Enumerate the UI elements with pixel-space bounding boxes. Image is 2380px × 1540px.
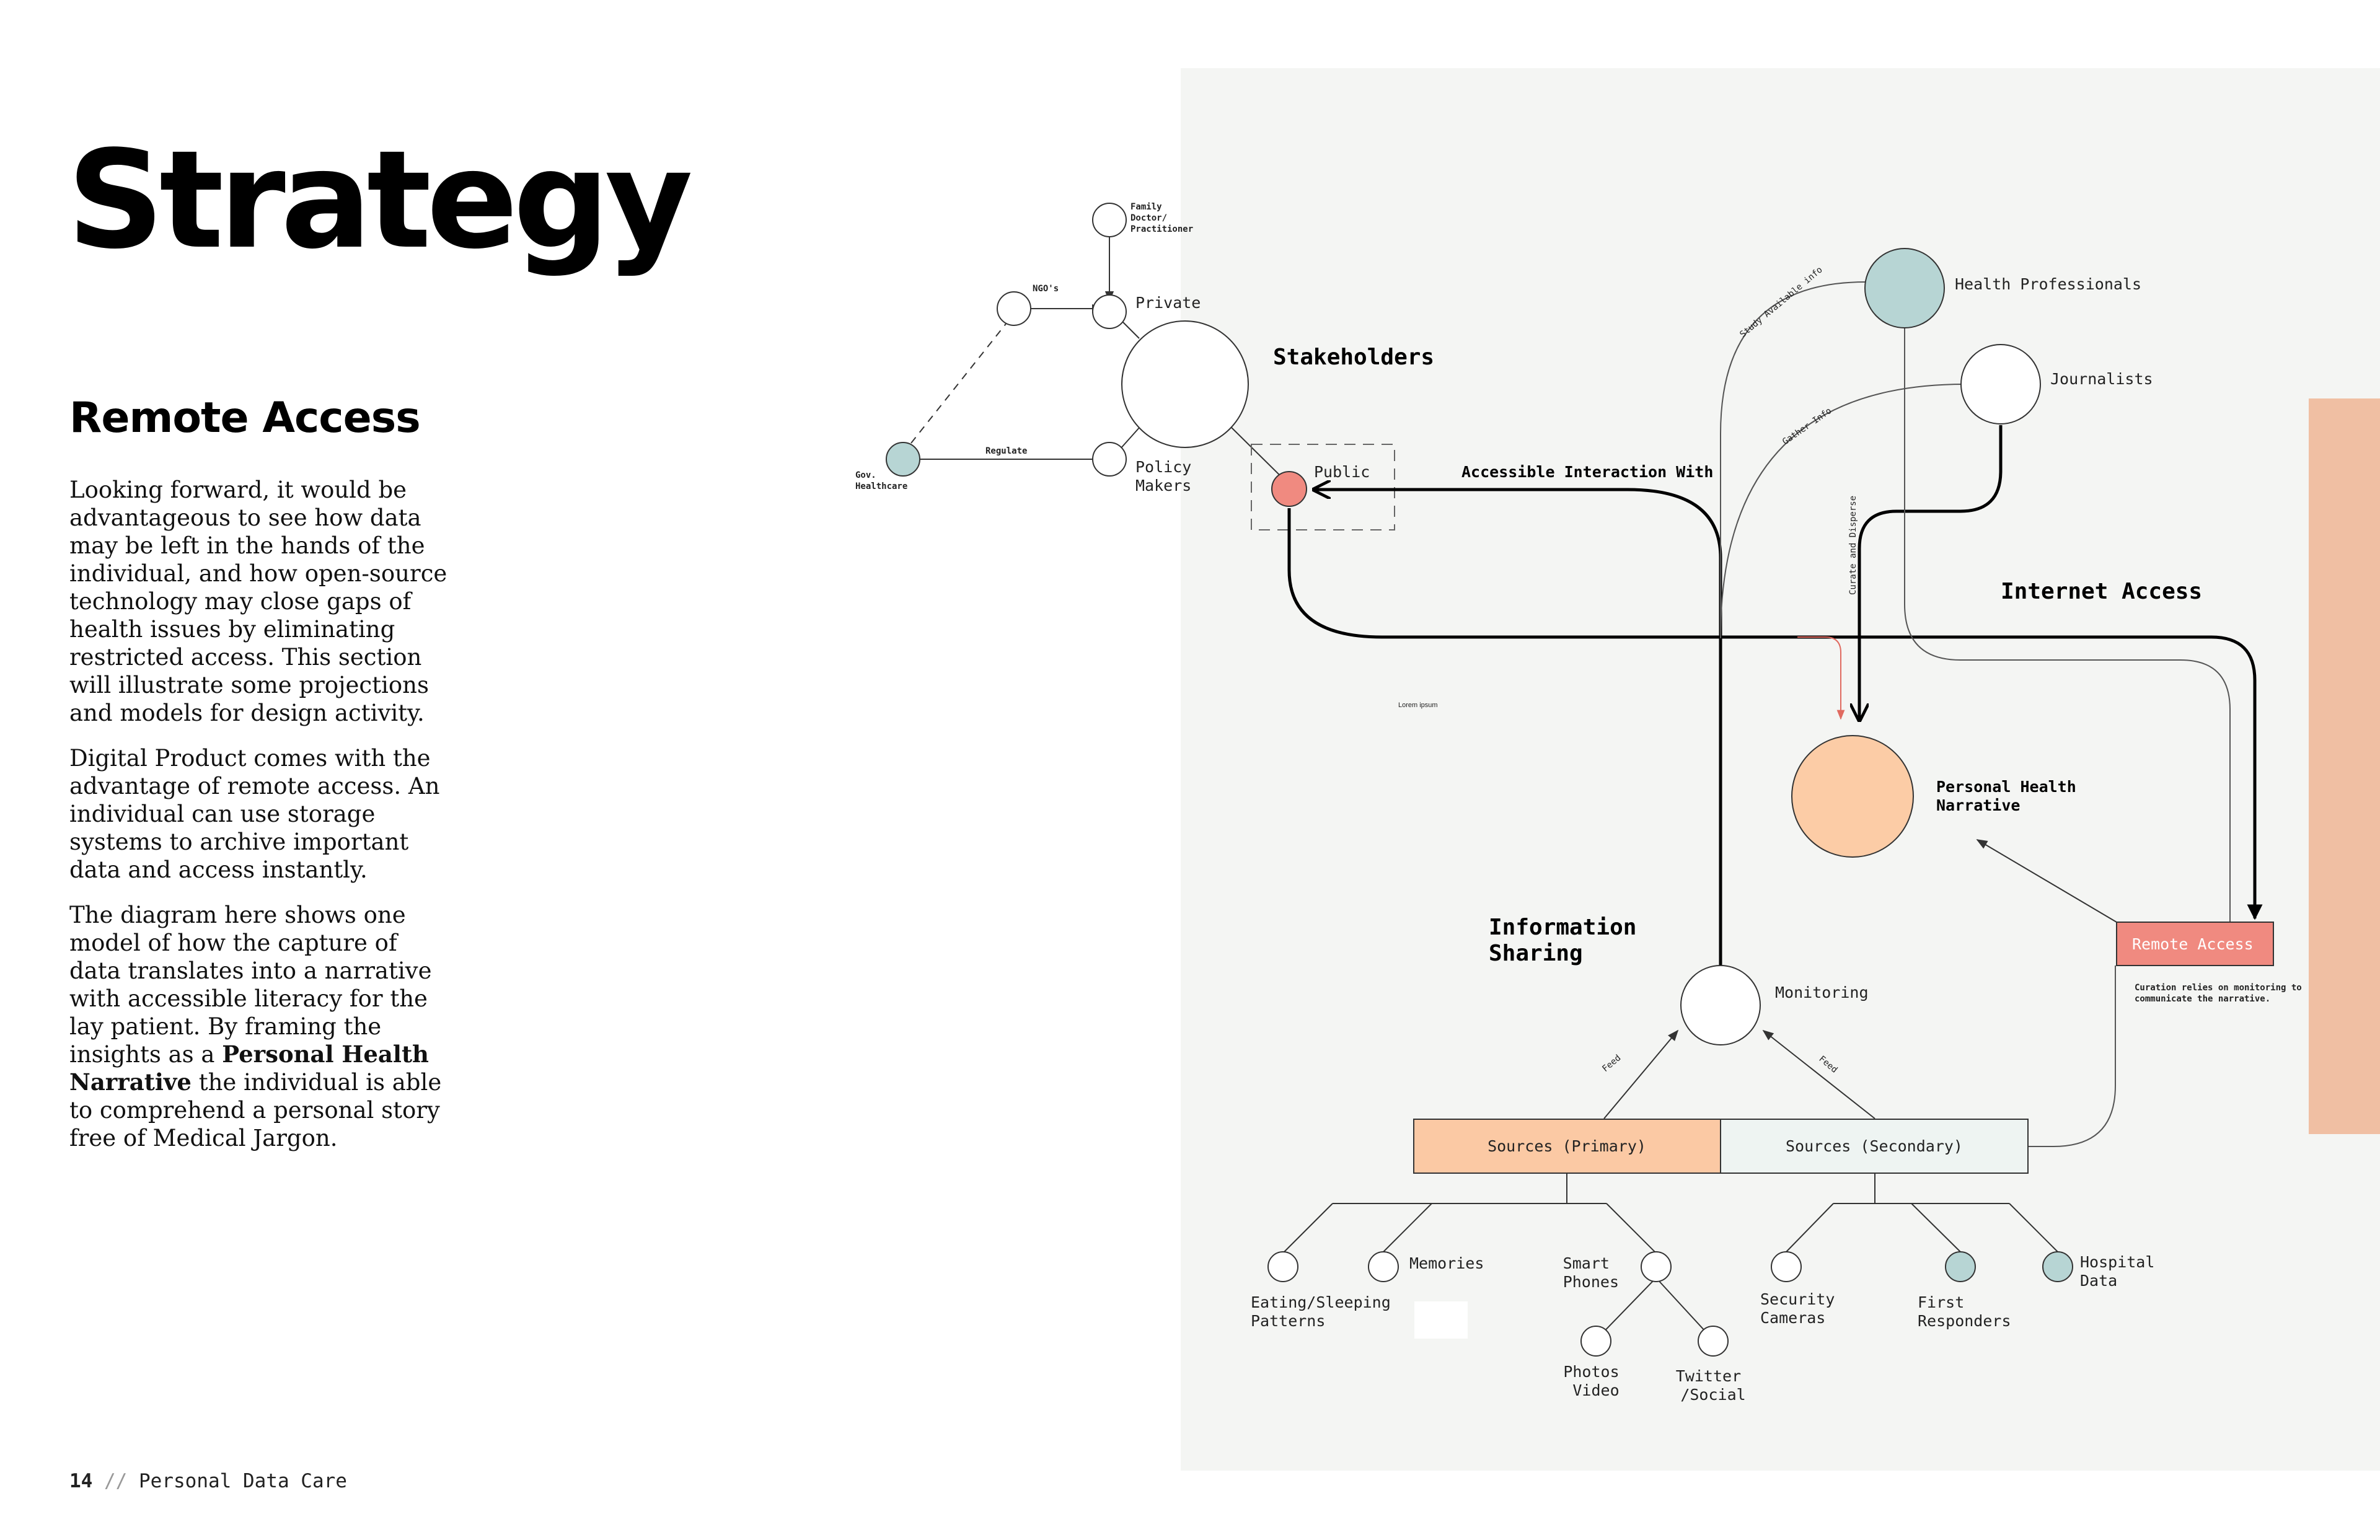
memories-label: Memories <box>1409 1254 1484 1272</box>
regulate-label: Regulate <box>985 446 1027 456</box>
paragraph-2: Digital Product comes with the advantage… <box>69 745 440 883</box>
health-professionals-node <box>1864 248 1945 328</box>
smart-phones-label: Smart Phones <box>1563 1254 1619 1291</box>
first-responders-label: First Responders <box>1918 1293 2011 1330</box>
curate-and-disperse-arrow <box>1859 425 2003 720</box>
public-label: Public <box>1314 463 1370 481</box>
lorem-ipsum-label: Lorem ipsum <box>1398 702 1438 709</box>
twitter-social-node <box>1698 1326 1729 1357</box>
accessible-interaction-label: Accessible Interaction With <box>1461 463 1713 481</box>
body-text: Looking forward, it would be advantageou… <box>69 476 447 1169</box>
sources-primary-label: Sources (Primary) <box>1488 1137 1646 1155</box>
internet-access-heading: Internet Access <box>2001 579 2202 604</box>
accent-bar <box>2309 398 2380 1134</box>
memories-node <box>1368 1251 1399 1282</box>
paragraph-1: Looking forward, it would be advantageou… <box>69 477 447 726</box>
gov-healthcare-label: Gov. Healthcare <box>855 470 907 491</box>
feed-left-label: Feed <box>1600 1053 1623 1074</box>
policy-makers-node <box>1092 442 1127 477</box>
source-tree-connectors <box>1282 1173 2058 1340</box>
sources-secondary-box <box>1720 1119 2029 1174</box>
health-professionals-label: Health Professionals <box>1955 275 2141 293</box>
gather-info-curve <box>1720 384 1965 639</box>
security-cameras-label: Security Cameras <box>1760 1290 1844 1327</box>
eating-sleeping-label: Eating/Sleeping Patterns <box>1251 1293 1400 1330</box>
private-node <box>1092 294 1127 329</box>
private-label: Private <box>1135 294 1201 312</box>
remote-to-secondary-sources-line <box>2028 966 2116 1147</box>
stakeholders-node <box>1121 320 1249 448</box>
feed-left-arrow <box>1603 1029 1679 1119</box>
policy-makers-label: Policy Makers <box>1135 458 1201 495</box>
family-doctor-label: Family Doctor/ Practitioner <box>1130 202 1193 234</box>
hospital-data-node <box>2042 1251 2073 1282</box>
feed-right-arrow <box>1762 1029 1875 1119</box>
study-info-label: Study Available info <box>1738 265 1824 340</box>
public-dashed-box <box>1251 444 1395 530</box>
journalists-node <box>1960 344 2041 425</box>
health-professionals-to-remote-line <box>1904 327 2231 922</box>
photos-video-node <box>1580 1326 1611 1357</box>
gather-info-label: Gather Info <box>1781 406 1833 447</box>
eating-sleeping-node <box>1267 1251 1298 1282</box>
remote-access-label: Remote Access <box>2132 935 2254 953</box>
diagram-nodes <box>886 203 2274 1357</box>
ngo-label: NGO's <box>1033 284 1059 294</box>
first-responders-node <box>1945 1251 1976 1282</box>
ngo-node <box>997 291 1031 326</box>
personal-health-narrative-label: Personal Health Narrative <box>1936 778 2086 814</box>
gov-healthcare-node <box>886 442 920 477</box>
red-feedback-arrow <box>1797 636 1845 720</box>
sources-secondary-label: Sources (Secondary) <box>1786 1137 1963 1155</box>
stakeholders-to-public-line <box>1230 426 1281 477</box>
feed-right-label: Feed <box>1817 1054 1839 1075</box>
personal-health-narrative-node <box>1791 735 1914 858</box>
page-title: Strategy <box>67 122 693 279</box>
diagram-labels: Family Doctor/ Practitioner NGO's Privat… <box>855 202 2307 1404</box>
twitter-social-label: Twitter /Social <box>1676 1367 1750 1404</box>
accessible-interaction-arrow <box>1314 490 1722 966</box>
family-doctor-node <box>1092 203 1127 237</box>
blank-patch <box>1414 1301 1468 1339</box>
hospital-data-label: Hospital Data <box>2080 1253 2164 1290</box>
information-sharing-heading: Information Sharing <box>1489 915 1650 966</box>
public-node <box>1271 471 1307 507</box>
study-info-curve <box>1720 281 1866 638</box>
footer-separator: // <box>104 1470 128 1492</box>
curate-disperse-label: Curate and Disperse <box>1848 496 1858 595</box>
policy-to-stakeholders-line <box>1119 426 1141 451</box>
page-footer: 14 // Personal Data Care <box>69 1470 347 1492</box>
remote-access-box <box>2116 922 2274 966</box>
paragraph-3-start: The diagram here shows one model of how … <box>69 902 432 1068</box>
journalists-label: Journalists <box>2050 370 2153 388</box>
smart-phones-node <box>1641 1251 1672 1282</box>
security-cameras-node <box>1771 1251 1802 1282</box>
monitoring-node <box>1680 965 1761 1045</box>
curation-note: Curation relies on monitoring to communi… <box>2135 983 2307 1004</box>
section-subtitle: Remote Access <box>69 394 421 442</box>
paragraph-3-end: the individual is able to comprehend a p… <box>69 1069 442 1151</box>
paragraph-3: The diagram here shows one model of how … <box>69 901 447 1152</box>
stakeholders-heading: Stakeholders <box>1273 345 1434 370</box>
remote-to-narrative-arrow <box>1976 839 2117 923</box>
paragraph-3-bold: Personal Health Narrative <box>69 1041 429 1096</box>
page-number: 14 <box>69 1470 93 1492</box>
publication-name: Personal Data Care <box>139 1470 347 1492</box>
photos-video-label: Photos Video <box>1563 1363 1628 1399</box>
information-flow-connectors <box>1287 281 2263 1147</box>
monitoring-label: Monitoring <box>1775 983 1869 1001</box>
gov-to-ngo-dashed-line <box>910 322 1008 444</box>
internet-access-arrow <box>1287 508 2263 920</box>
